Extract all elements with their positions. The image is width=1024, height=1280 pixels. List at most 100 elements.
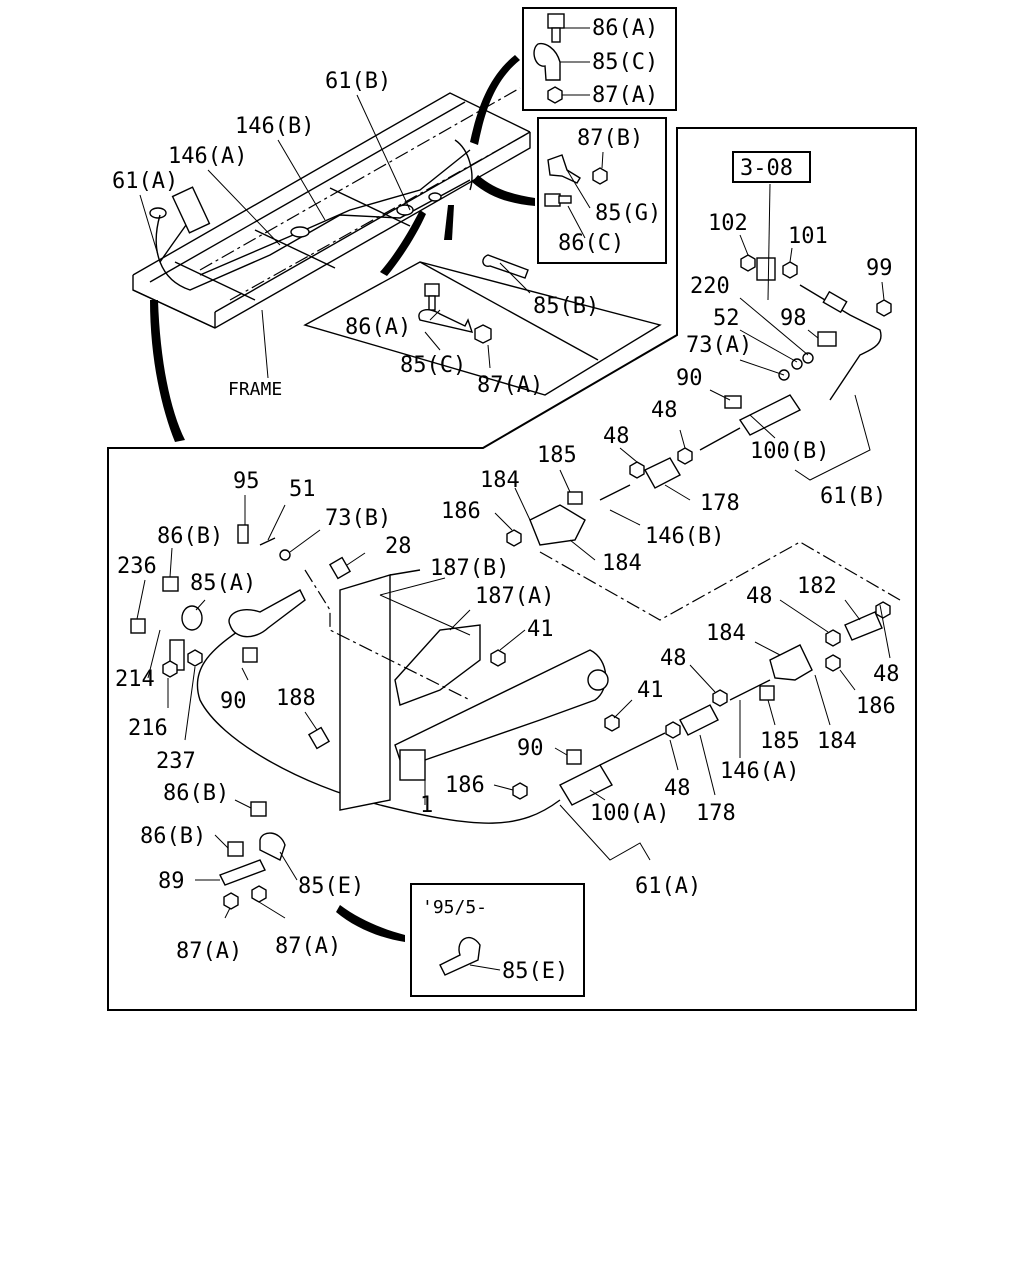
label-100a: 100(A) (590, 801, 669, 826)
label-90-mid: 90 (517, 736, 544, 761)
adjuster-100a (559, 764, 613, 806)
lever-linkage (228, 589, 306, 638)
bolt-90-left (242, 647, 258, 663)
bolt-86a-mid (424, 283, 440, 311)
bolt-90-right (724, 395, 742, 409)
bracket-187a (394, 624, 481, 706)
nut-87b (592, 167, 608, 185)
label-1: 1 (420, 793, 433, 818)
part-labels: 86(A) 85(C) 87(A) 61(B) 146(B) 146(A) 61… (112, 16, 900, 984)
leader-lines (136, 27, 891, 971)
chassis-frame (132, 87, 531, 329)
label-178-a: 178 (700, 491, 740, 516)
nut-237 (187, 649, 203, 667)
label-48-a: 48 (651, 398, 678, 423)
nut-48-e (712, 689, 728, 707)
linkage-route-guide (304, 569, 471, 701)
label-87a-mid: 87(A) (477, 373, 543, 398)
label-182: 182 (797, 574, 837, 599)
nut-87a-top (547, 86, 563, 104)
clip-detail-divider (419, 261, 599, 361)
label-41-a: 41 (527, 617, 554, 642)
label-186-c: 186 (445, 773, 485, 798)
label-frame: FRAME (228, 379, 282, 400)
clip-inset-box (537, 117, 667, 264)
assembly-leader-187 (379, 594, 471, 636)
label-186-b: 186 (856, 694, 896, 719)
pin-51 (259, 537, 276, 546)
pin-95 (237, 524, 249, 544)
label-187a: 187(A) (475, 584, 554, 609)
clip-85c-mid (418, 309, 474, 333)
nut-99 (876, 299, 892, 317)
clip-85a (181, 605, 203, 631)
label-48-b: 48 (603, 424, 630, 449)
washer-73b (279, 549, 291, 561)
adjuster-100b (738, 394, 802, 436)
nut-48-f (665, 721, 681, 739)
label-236: 236 (117, 554, 157, 579)
cable-end-top (149, 207, 167, 219)
label-101: 101 (788, 224, 828, 249)
label-237: 237 (156, 749, 196, 774)
label-85c-mid: 85(C) (400, 353, 466, 378)
top-inset-box (522, 7, 677, 111)
clip-85e-inset (439, 936, 481, 976)
nut-48-b (629, 461, 645, 479)
callout-arrow-clip (472, 175, 535, 206)
label-146a-right: 146(A) (720, 759, 799, 784)
label-99: 99 (866, 256, 893, 281)
label-102: 102 (708, 211, 748, 236)
label-188: 188 (276, 686, 316, 711)
cable-run-lower (155, 179, 471, 291)
revision-inset-box (410, 883, 585, 997)
label-220: 220 (690, 274, 730, 299)
cable-rear-hook (454, 139, 473, 191)
bolt-86b-b (250, 801, 267, 817)
label-61a-bottom: 61(A) (635, 874, 701, 899)
bolt-86b-c (227, 841, 244, 857)
callout-arrow-85c (380, 210, 426, 276)
label-41-b: 41 (637, 678, 664, 703)
label-95: 95 (233, 469, 260, 494)
callout-arrow-top (470, 55, 520, 145)
nut-186-a (506, 529, 522, 547)
label-90-left: 90 (220, 689, 247, 714)
coupler-182 (844, 611, 883, 641)
label-146a-top: 146(A) (168, 144, 247, 169)
label-85e-inset: 85(E) (502, 959, 568, 984)
label-187b: 187(B) (430, 556, 509, 581)
nut-87a-mid (474, 324, 492, 344)
ref-3-08-box (732, 151, 811, 183)
label-98: 98 (780, 306, 807, 331)
label-90-right: 90 (676, 366, 703, 391)
nut-102 (740, 254, 756, 272)
label-86b-c: 86(B) (140, 824, 206, 849)
plate-89 (219, 859, 266, 886)
rod-100b (699, 427, 741, 451)
label-73b: 73(B) (325, 506, 391, 531)
nut-87a-b1 (223, 892, 239, 910)
label-100b: 100(B) (750, 439, 829, 464)
clip-detail-panel (303, 261, 662, 396)
bolt-236 (130, 618, 146, 634)
cable-run-upper (199, 149, 471, 276)
washer-52 (791, 358, 803, 370)
label-86b-a: 86(B) (157, 524, 223, 549)
rod-146a (729, 679, 771, 701)
bracket-184-c (769, 644, 813, 681)
bracket-184-a (529, 504, 586, 546)
label-184-d: 184 (817, 729, 857, 754)
label-185-a: 185 (537, 443, 577, 468)
cable-61b-end (799, 284, 882, 401)
label-61b-right: 61(B) (820, 484, 886, 509)
label-48-d: 48 (660, 646, 687, 671)
rod-100a (599, 732, 666, 766)
nut-41-b (604, 714, 620, 732)
label-85c-top: 85(C) (592, 50, 658, 75)
equalizer-top (290, 226, 310, 238)
label-184-b: 184 (602, 551, 642, 576)
label-178-b: 178 (696, 801, 736, 826)
bolt-86b-a (162, 576, 179, 592)
